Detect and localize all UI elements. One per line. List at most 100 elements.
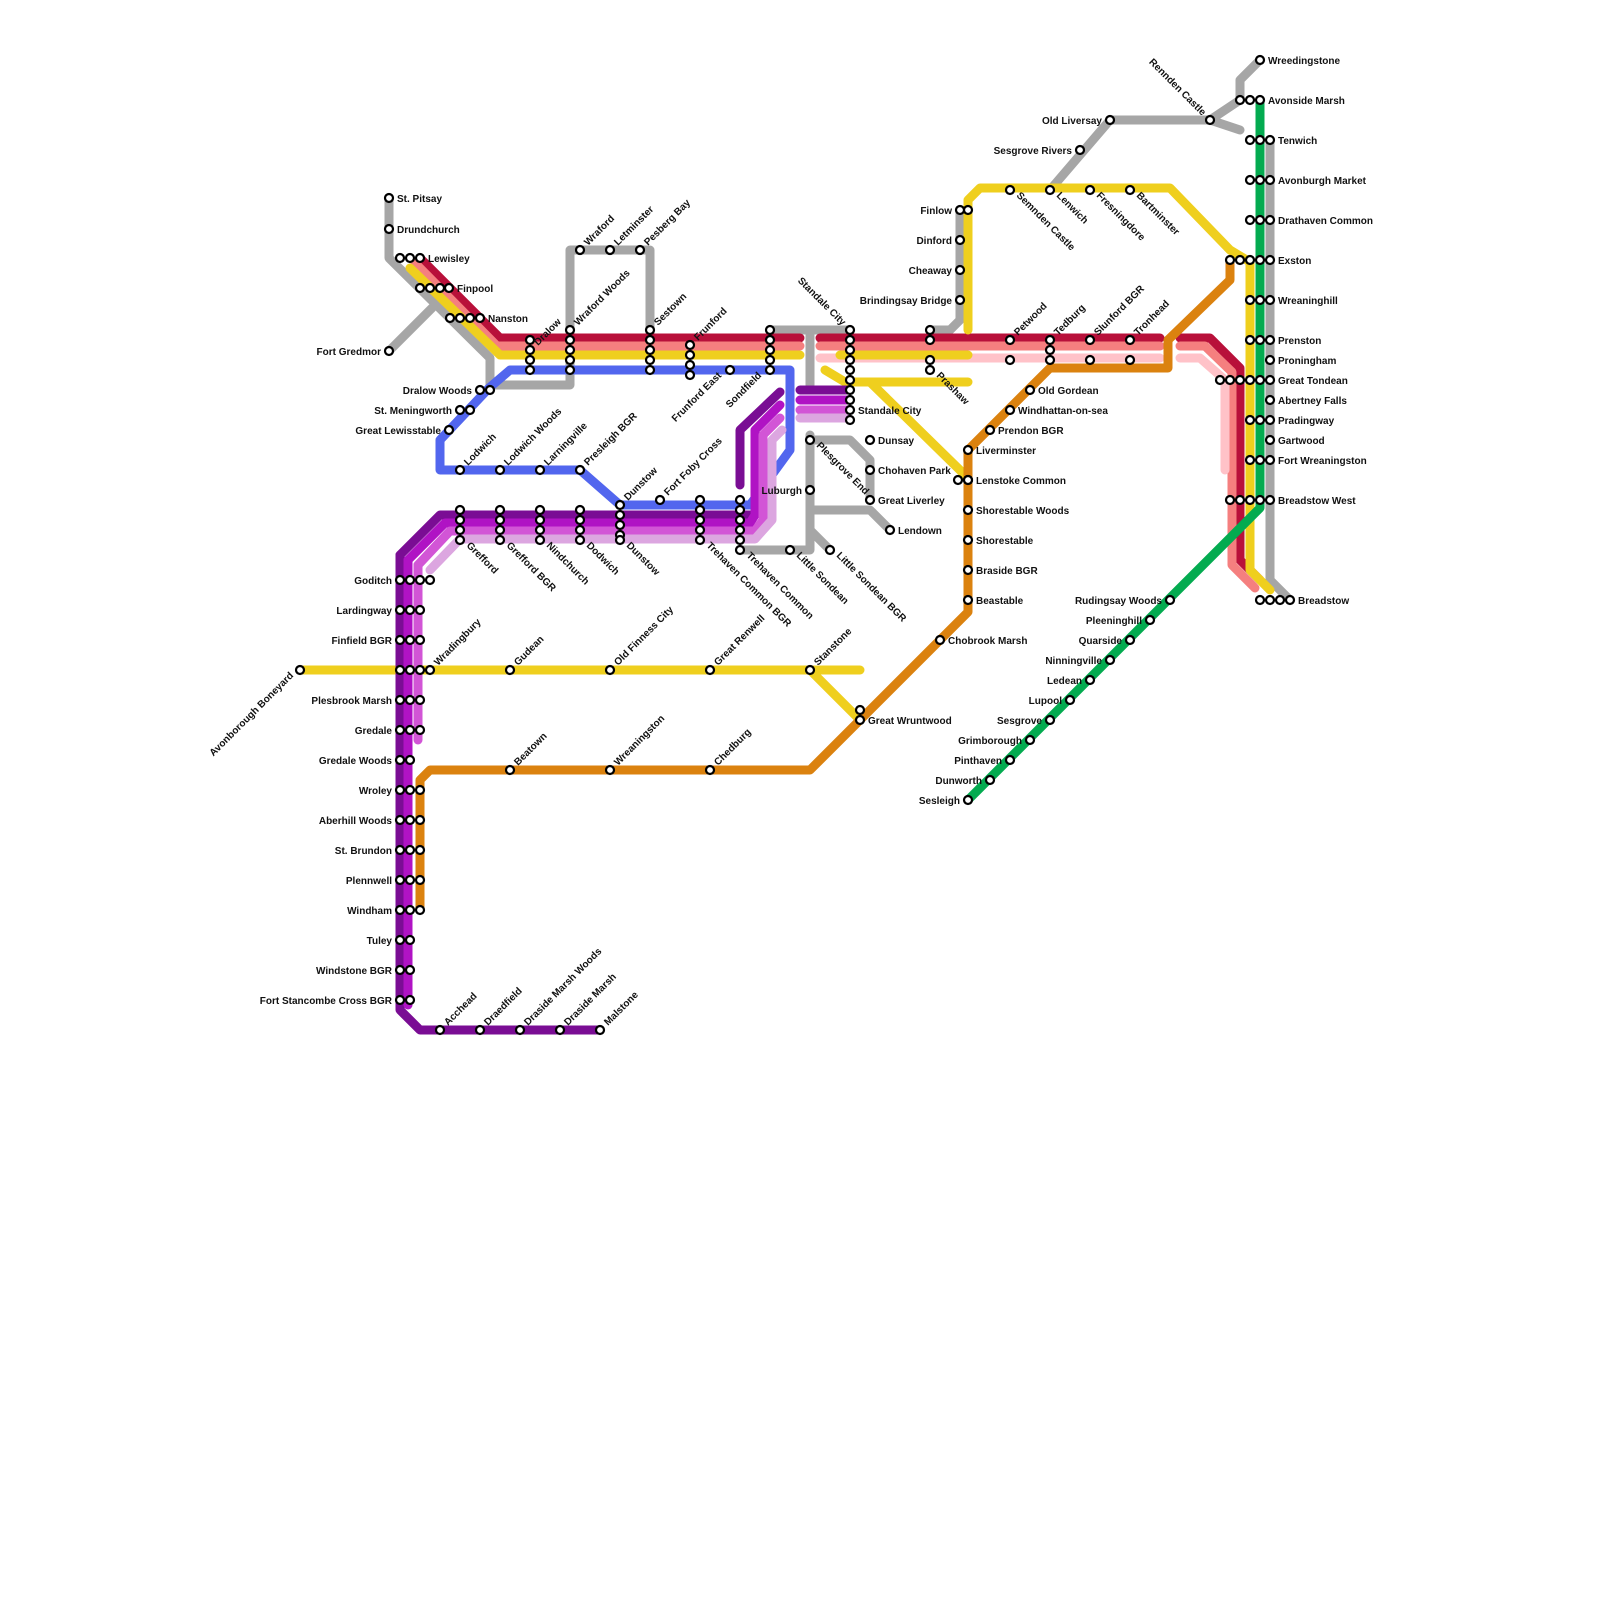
station-marker[interactable]	[506, 766, 514, 774]
station-marker[interactable]	[1266, 136, 1274, 144]
station-label[interactable]: Sesgrove Rivers	[994, 146, 1073, 157]
station-marker[interactable]	[396, 576, 404, 584]
station-label[interactable]: Quarside	[1079, 636, 1123, 647]
station-marker[interactable]	[1026, 386, 1034, 394]
station-label[interactable]: Dunworth	[935, 776, 982, 787]
station-marker[interactable]	[445, 426, 453, 434]
station-marker[interactable]	[476, 1026, 484, 1034]
station-label[interactable]: Dodwich	[584, 540, 621, 577]
station-label[interactable]: Lendown	[898, 526, 942, 537]
station-marker[interactable]	[686, 341, 694, 349]
station-marker[interactable]	[736, 546, 744, 554]
station-marker[interactable]	[566, 326, 574, 334]
station-marker[interactable]	[396, 696, 404, 704]
station-label[interactable]: Wroley	[359, 786, 393, 797]
station-label[interactable]: Chobrook Marsh	[948, 636, 1027, 647]
station-marker[interactable]	[445, 284, 453, 292]
station-marker[interactable]	[426, 666, 434, 674]
station-marker[interactable]	[1006, 186, 1014, 194]
station-label[interactable]: Lardingway	[336, 606, 392, 617]
station-marker[interactable]	[1266, 336, 1274, 344]
station-label[interactable]: Wreaningston	[612, 713, 667, 768]
station-marker[interactable]	[636, 246, 644, 254]
station-label[interactable]: Fort Foby Cross	[662, 435, 725, 498]
station-label[interactable]: Wreaninghill	[1278, 296, 1338, 307]
station-marker[interactable]	[456, 406, 464, 414]
station-marker[interactable]	[456, 536, 464, 544]
station-label[interactable]: Great Wruntwood	[868, 716, 952, 727]
station-marker[interactable]	[596, 1026, 604, 1034]
station-marker[interactable]	[1046, 186, 1054, 194]
station-marker[interactable]	[866, 496, 874, 504]
station-marker[interactable]	[496, 536, 504, 544]
station-marker[interactable]	[986, 776, 994, 784]
station-label[interactable]: Wraford	[582, 213, 617, 248]
station-label[interactable]: Avonburgh Market	[1278, 176, 1367, 187]
station-label[interactable]: Lewisley	[428, 254, 470, 265]
station-marker[interactable]	[396, 906, 404, 914]
station-marker[interactable]	[1266, 436, 1274, 444]
station-label[interactable]: Wreedingstone	[1268, 56, 1340, 67]
station-marker[interactable]	[396, 996, 404, 1004]
station-label[interactable]: Nanston	[488, 314, 528, 325]
station-label[interactable]: Acchead	[442, 991, 479, 1028]
station-label[interactable]: St. Pitsay	[397, 194, 442, 205]
station-label[interactable]: Dunsay	[878, 436, 915, 447]
station-marker[interactable]	[806, 486, 814, 494]
station-label[interactable]: Standale City	[795, 276, 848, 329]
station-label[interactable]: St. Brundon	[335, 846, 392, 857]
station-label[interactable]: Breadstow West	[1278, 496, 1356, 507]
station-marker[interactable]	[1046, 336, 1054, 344]
station-marker[interactable]	[416, 254, 424, 262]
station-marker[interactable]	[1076, 146, 1084, 154]
station-marker[interactable]	[1266, 256, 1274, 264]
station-label[interactable]: Breadstow	[1298, 596, 1349, 607]
station-label[interactable]: Draedfield	[482, 986, 524, 1028]
station-label[interactable]: Aberhill Woods	[319, 816, 393, 827]
station-marker[interactable]	[616, 536, 624, 544]
station-marker[interactable]	[1006, 406, 1014, 414]
station-marker[interactable]	[606, 666, 614, 674]
station-marker[interactable]	[1166, 596, 1174, 604]
station-label[interactable]: Avonside Marsh	[1268, 96, 1345, 107]
station-label[interactable]: Tronhead	[1132, 299, 1172, 339]
station-label[interactable]: Great Renwell	[712, 613, 767, 668]
station-marker[interactable]	[886, 526, 894, 534]
station-marker[interactable]	[964, 796, 972, 804]
station-label[interactable]: Petwood	[1012, 301, 1049, 338]
station-marker[interactable]	[964, 506, 972, 514]
station-label[interactable]: Great Liverley	[878, 496, 945, 507]
station-marker[interactable]	[1256, 56, 1264, 64]
station-label[interactable]: Gredale Woods	[319, 756, 393, 767]
station-label[interactable]: Standale City	[858, 406, 922, 417]
station-label[interactable]: Malstone	[602, 989, 641, 1028]
station-marker[interactable]	[806, 436, 814, 444]
station-label[interactable]: Windhattan-on-sea	[1018, 406, 1108, 417]
station-marker[interactable]	[506, 666, 514, 674]
station-marker[interactable]	[576, 466, 584, 474]
station-label[interactable]: Sesgrove	[997, 716, 1042, 727]
station-marker[interactable]	[1086, 336, 1094, 344]
station-marker[interactable]	[396, 756, 404, 764]
station-label[interactable]: Rennden Castle	[1146, 57, 1208, 119]
station-label[interactable]: St. Meningworth	[374, 406, 452, 417]
station-marker[interactable]	[385, 194, 393, 202]
station-label[interactable]: Dunstow	[622, 465, 660, 503]
station-marker[interactable]	[536, 536, 544, 544]
station-marker[interactable]	[1106, 656, 1114, 664]
station-label[interactable]: Sesleigh	[919, 796, 960, 807]
station-marker[interactable]	[1006, 336, 1014, 344]
station-label[interactable]: Pesberg Bay	[642, 197, 693, 248]
station-label[interactable]: Great Lewisstable	[355, 426, 441, 437]
station-label[interactable]: Fort Wreaningston	[1278, 456, 1367, 467]
station-marker[interactable]	[456, 466, 464, 474]
station-marker[interactable]	[606, 246, 614, 254]
station-marker[interactable]	[926, 366, 934, 374]
station-marker[interactable]	[476, 386, 484, 394]
station-label[interactable]: Pleeninghill	[1086, 616, 1142, 627]
station-marker[interactable]	[476, 314, 484, 322]
station-marker[interactable]	[1266, 376, 1274, 384]
station-label[interactable]: Luburgh	[761, 486, 802, 497]
station-marker[interactable]	[296, 666, 304, 674]
station-marker[interactable]	[956, 296, 964, 304]
